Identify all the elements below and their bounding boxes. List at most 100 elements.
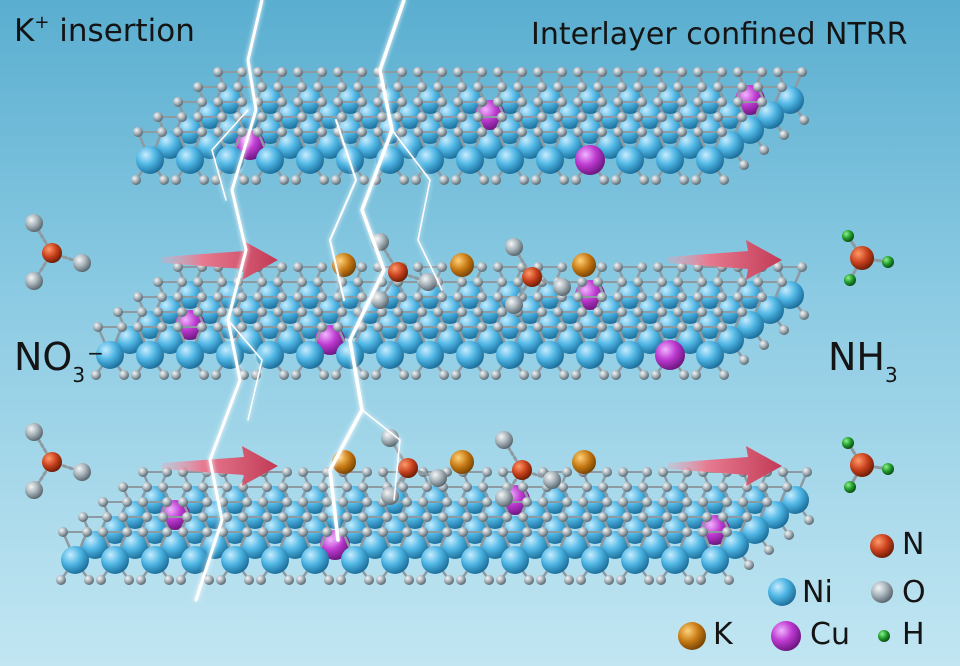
oxygen-atom <box>637 127 647 137</box>
nickel-atom <box>501 516 529 544</box>
oxygen-atom <box>419 273 437 291</box>
oxygen-atom <box>457 307 467 317</box>
oxygen-atom <box>282 527 292 537</box>
oxygen-atom <box>153 112 163 122</box>
oxygen-atom <box>804 515 814 525</box>
oxygen-atom <box>373 127 383 137</box>
oxygen-atom <box>495 489 513 507</box>
oxygen-atom <box>717 322 727 332</box>
oxygen-atom <box>317 97 327 107</box>
oxygen-atom <box>331 175 341 185</box>
nickel-atom <box>616 146 644 174</box>
oxygen-atom <box>491 370 501 380</box>
nickel-atom <box>456 341 484 369</box>
oxygen-atom <box>617 277 627 287</box>
nickel-atom <box>616 116 644 144</box>
nickel-atom <box>181 486 209 514</box>
oxygen-atom <box>618 527 628 537</box>
hydrogen-atom <box>844 274 856 286</box>
oxygen-atom <box>319 175 329 185</box>
nickel-atom <box>616 281 644 309</box>
oxygen-atom <box>277 322 287 332</box>
oxygen-atom <box>637 67 647 77</box>
lightning-bolts <box>194 0 443 602</box>
oxygen-atom <box>493 67 503 77</box>
oxygen-atom <box>536 575 546 585</box>
oxygen-atom <box>58 527 68 537</box>
nickel-atom <box>376 341 404 369</box>
oxygen-atom <box>413 67 423 77</box>
nickel-atom <box>476 131 504 159</box>
oxygen-atom <box>713 307 723 317</box>
oxygen-atom <box>777 82 787 92</box>
oxygen-atom <box>324 575 334 585</box>
oxygen-atom <box>778 467 788 477</box>
oxygen-atom <box>477 322 487 332</box>
oxygen-atom <box>557 262 567 272</box>
nickel-atom <box>516 101 544 129</box>
oxygen-atom <box>56 575 66 585</box>
legend-o-icon <box>871 581 893 603</box>
oxygen-atom <box>573 127 583 137</box>
oxygen-atom <box>718 512 728 522</box>
oxygen-atom <box>538 497 548 507</box>
oxygen-atom <box>293 262 303 272</box>
oxygen-atom <box>122 497 132 507</box>
nickel-atom <box>256 341 284 369</box>
nickel-atom <box>521 501 549 529</box>
oxygen-atom <box>118 482 128 492</box>
oxygen-atom <box>678 512 688 522</box>
oxygen-atom <box>393 82 403 92</box>
oxygen-atom <box>413 97 423 107</box>
oxygen-atom <box>242 527 252 537</box>
nickel-atom <box>596 296 624 324</box>
oxygen-atom <box>558 512 568 522</box>
nickel-atom <box>601 531 629 559</box>
copper-atom <box>655 340 685 370</box>
oxygen-atom <box>519 370 529 380</box>
oxygen-atom <box>602 467 612 477</box>
oxygen-atom <box>257 307 267 317</box>
oxygen-atom <box>616 575 626 585</box>
oxygen-atom <box>684 575 694 585</box>
oxygen-atom <box>297 112 307 122</box>
oxygen-atom <box>297 82 307 92</box>
nickel-atom <box>221 546 249 574</box>
oxygen-atom <box>505 296 523 314</box>
oxygen-atom <box>633 307 643 317</box>
oxygen-atom <box>753 82 763 92</box>
oxygen-atom <box>717 97 727 107</box>
oxygen-atom <box>482 497 492 507</box>
nickel-atom <box>676 101 704 129</box>
nickel-atom <box>681 501 709 529</box>
nickel-atom <box>116 326 144 354</box>
oxygen-atom <box>277 292 287 302</box>
nickel-atom <box>281 531 309 559</box>
oxygen-atom <box>737 112 747 122</box>
nickel-atom <box>336 341 364 369</box>
nickel-atom <box>161 531 189 559</box>
oxygen-atom <box>333 67 343 77</box>
nickel-atom <box>141 516 169 544</box>
nickel-atom <box>481 531 509 559</box>
reaction-arrow <box>162 240 278 280</box>
nickel-atom <box>101 516 129 544</box>
oxygen-atom <box>611 370 621 380</box>
oxygen-atom <box>559 175 569 185</box>
oxygen-atom <box>317 67 327 77</box>
nitrogen-atom <box>42 452 62 472</box>
oxygen-atom <box>505 238 523 256</box>
oxygen-atom <box>597 127 607 137</box>
oxygen-atom <box>679 175 689 185</box>
oxygen-atom <box>617 112 627 122</box>
nickel-atom <box>181 546 209 574</box>
oxygen-atom <box>138 527 148 537</box>
oxygen-atom <box>133 127 143 137</box>
oxygen-atom <box>422 512 432 522</box>
oxygen-atom <box>518 512 528 522</box>
nickel-atom <box>276 326 304 354</box>
nickel-atom <box>741 516 769 544</box>
oxygen-atom <box>696 575 706 585</box>
nickel-atom <box>636 101 664 129</box>
oxygen-atom <box>171 175 181 185</box>
